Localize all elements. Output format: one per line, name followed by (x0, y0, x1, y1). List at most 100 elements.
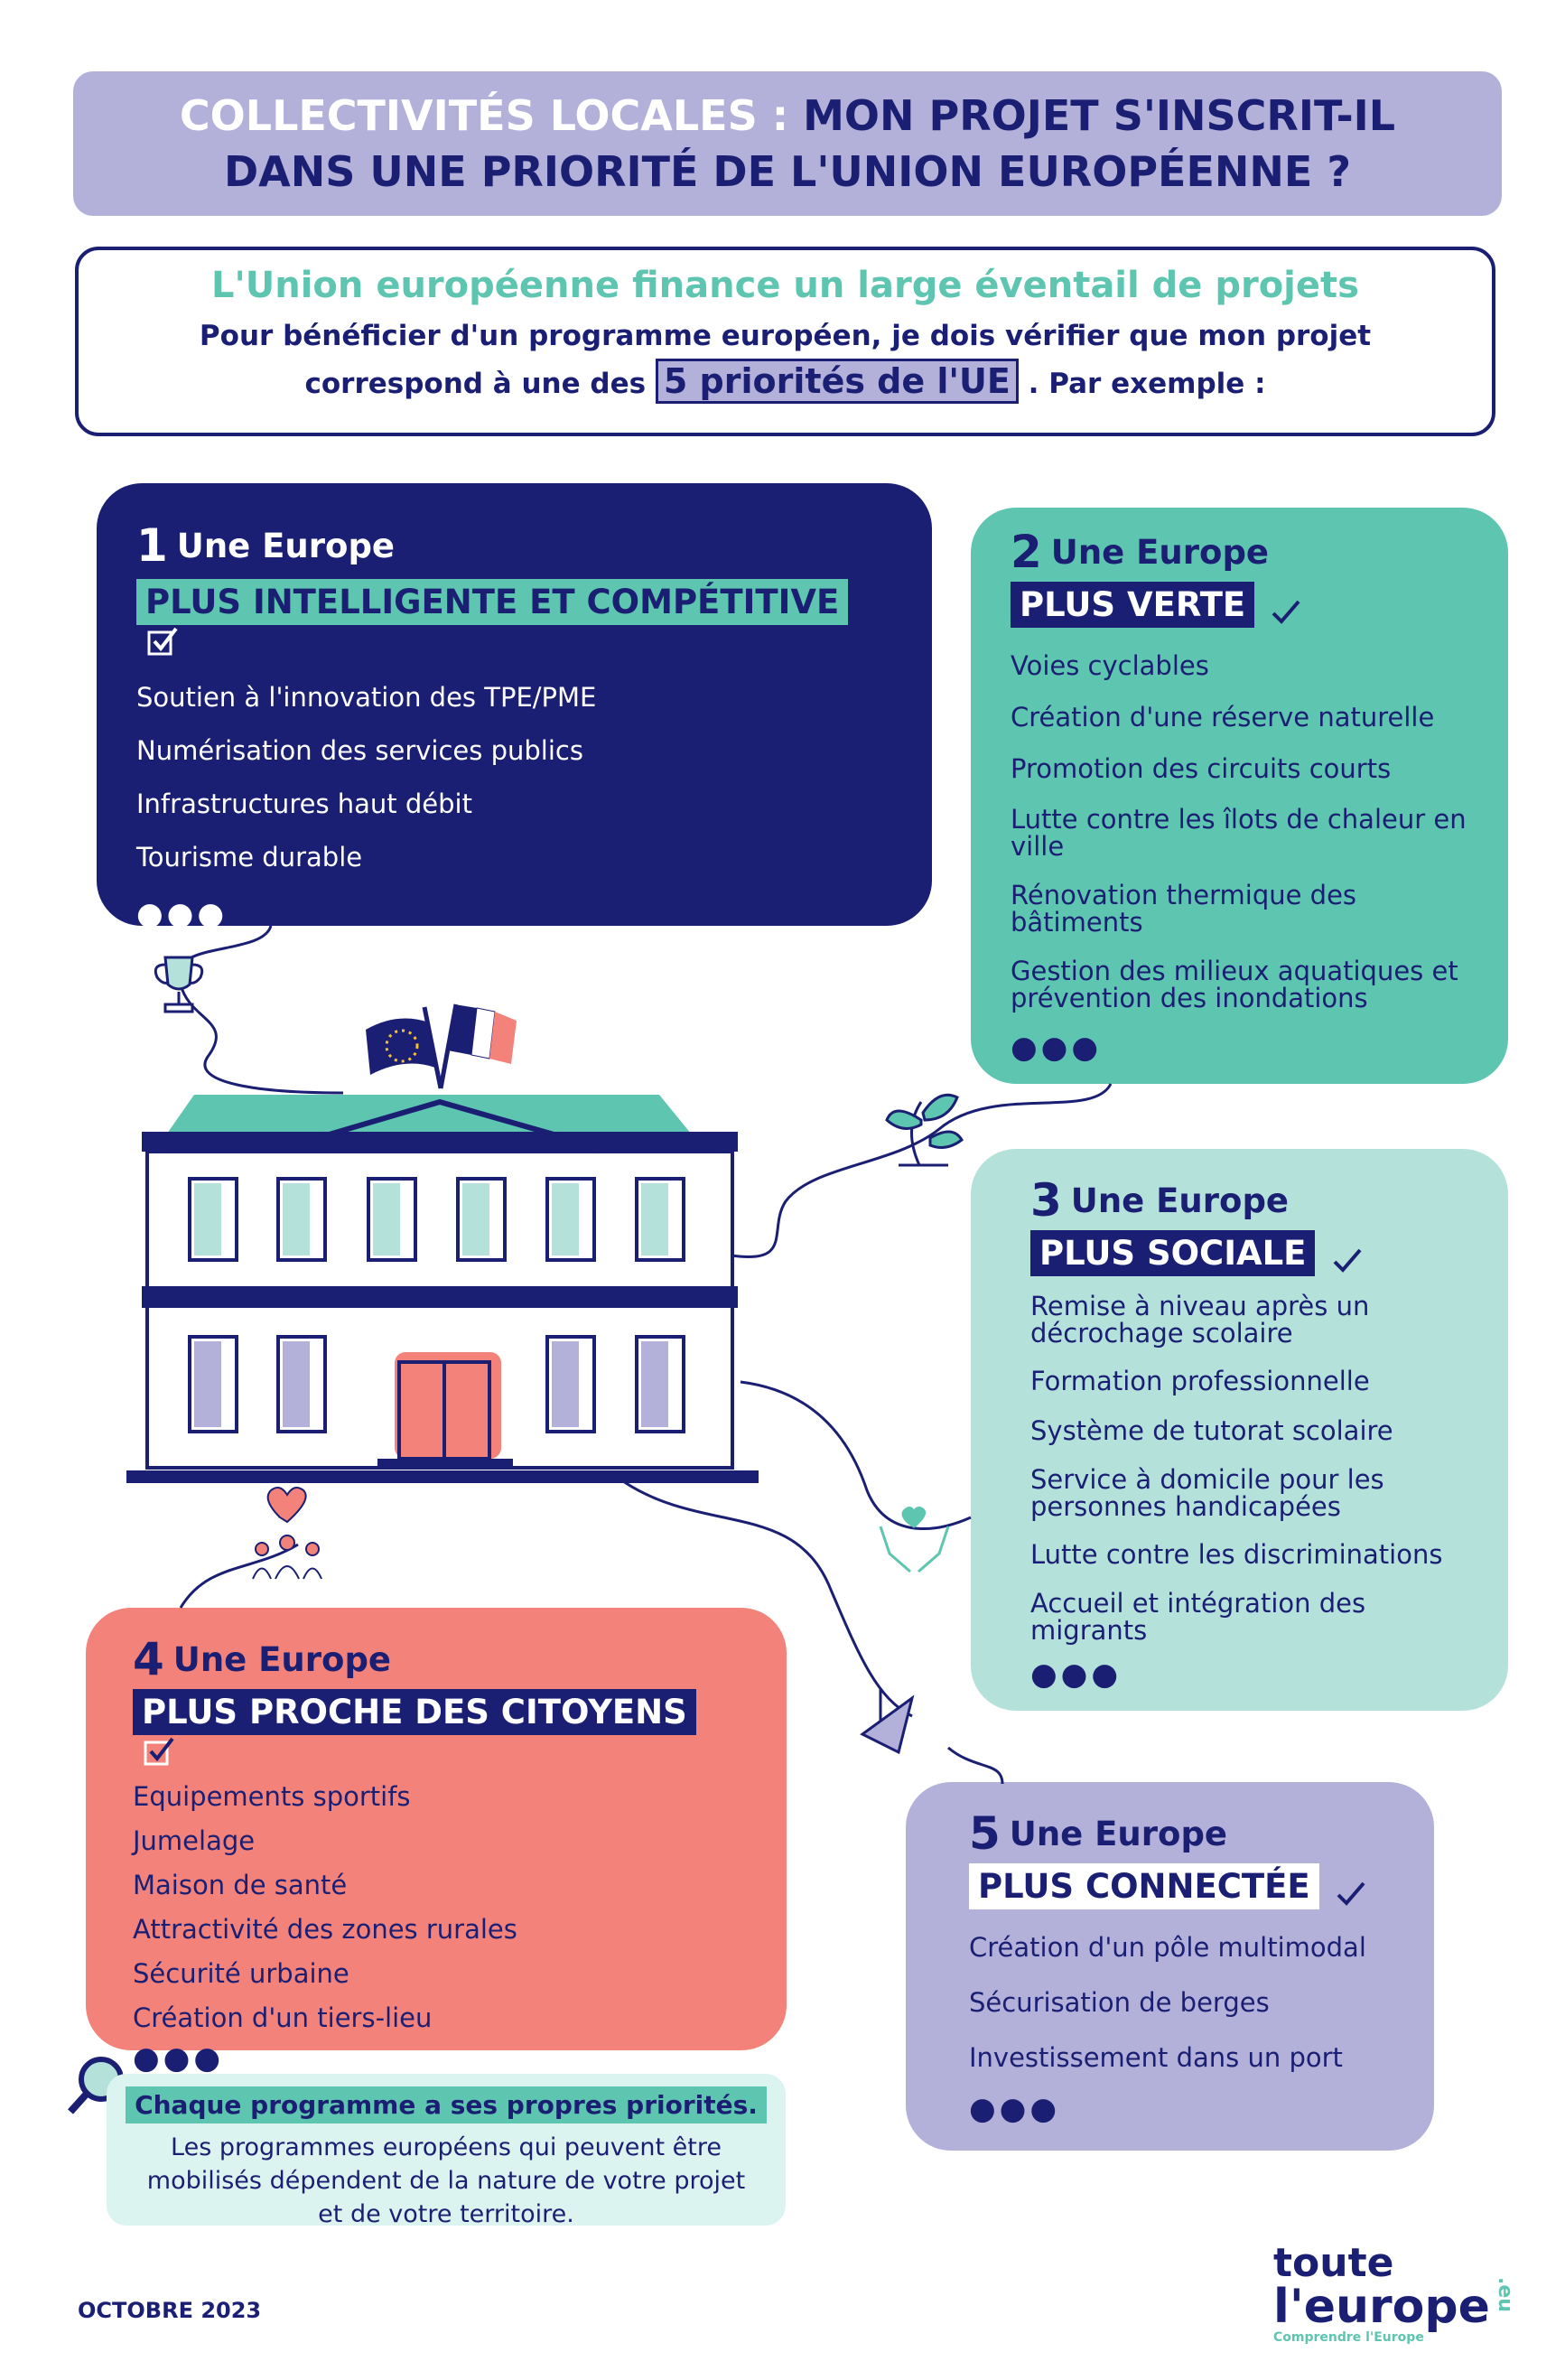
list-item: Formation professionnelle (1030, 1366, 1370, 1396)
check-icon (1333, 1248, 1362, 1273)
intro-text: Pour bénéficier d'un programme européen,… (79, 313, 1492, 406)
info-line-3: et de votre territoire. (318, 2200, 574, 2228)
list-item: Equipements sportifs (133, 1781, 411, 1812)
list-item: Rénovation thermique des bâtiments (1011, 880, 1357, 938)
title-line-1: COLLECTIVITÉS LOCALES : MON PROJET S'INS… (180, 88, 1395, 144)
paper-plane-icon (860, 1689, 915, 1755)
intro-line-2-suffix: . Par exemple : (1028, 368, 1266, 400)
intro-line-2: correspond à une des 5 priorités de l'UE… (79, 359, 1492, 406)
more-dots: ●●● (1011, 1030, 1103, 1066)
connector-line-5 (947, 1746, 1004, 1785)
check-icon (1337, 1881, 1365, 1906)
people-heart-icon (252, 1486, 322, 1580)
hands-heart-icon (879, 1507, 950, 1573)
priority-3-prefix: Une Europe (1070, 1181, 1290, 1220)
list-item: Création d'un pôle multimodal (969, 1932, 1366, 1963)
logo-line-2: l'europe (1273, 2280, 1490, 2334)
list-item: Soutien à l'innovation des TPE/PME (136, 682, 597, 713)
title-part-2: MON PROJET S'INSCRIT-IL (803, 91, 1396, 140)
priority-1-number: 1 (136, 519, 168, 572)
priority-1-label-row: PLUS INTELLIGENTE ET COMPÉTITIVE (136, 579, 892, 656)
check-icon (144, 1737, 174, 1766)
list-item: Maison de santé (133, 1870, 348, 1900)
priority-5-label-row: PLUS CONNECTÉE (969, 1863, 1371, 1909)
connector-line-6 (179, 1543, 299, 1609)
priority-2-label-row: PLUS VERTE (1011, 582, 1468, 628)
priority-1-heading: 1 Une Europe (136, 519, 892, 572)
priority-4-heading: 4 Une Europe (133, 1633, 740, 1685)
priority-5-items: Création d'un pôle multimodal Sécurisati… (969, 1932, 1371, 2128)
check-icon (147, 627, 178, 656)
connector-line-2 (731, 1083, 1113, 1258)
list-item: Investissement dans un port (969, 2042, 1343, 2073)
priority-4-number: 4 (133, 1633, 164, 1685)
priority-2-items: Voies cyclables Création d'une réserve n… (1011, 651, 1468, 1067)
info-text: Les programmes européens qui peuvent êtr… (107, 2131, 786, 2231)
list-item: Accueil et intégration des migrants (1030, 1588, 1366, 1646)
roof (167, 1095, 691, 1134)
priority-1-items: Soutien à l'innovation des TPE/PME Numér… (136, 682, 892, 933)
priority-card-2: 2 Une Europe PLUS VERTE Voies cyclables … (971, 508, 1508, 1084)
list-item: Gestion des milieux aquatiques et préven… (1011, 956, 1458, 1013)
priority-card-3: 3 Une Europe PLUS SOCIALE Remise à nivea… (971, 1149, 1508, 1711)
list-item: Sécurisation de berges (969, 1987, 1270, 2018)
connector-line-4 (622, 1479, 913, 1718)
lower-windows (188, 1335, 685, 1433)
list-item: Tourisme durable (136, 842, 363, 873)
priority-4-prefix: Une Europe (172, 1639, 392, 1679)
list-item: Jumelage (133, 1825, 256, 1856)
list-item: Remise à niveau après un décrochage scol… (1030, 1291, 1370, 1349)
list-item: Numérisation des services publics (136, 735, 583, 766)
door (395, 1352, 501, 1459)
connector-line-3 (740, 1380, 972, 1530)
logo-tagline: Comprendre l'Europe (1273, 2330, 1424, 2345)
list-item: Système de tutorat scolaire (1030, 1415, 1393, 1446)
logo-suffix: .eu (1493, 2277, 1516, 2312)
priority-card-4: 4 Une Europe PLUS PROCHE DES CITOYENS Eq… (86, 1608, 787, 2077)
priority-2-heading: 2 Une Europe (1011, 526, 1468, 578)
priority-5-number: 5 (969, 1807, 1001, 1860)
list-item: Promotion des circuits courts (1011, 753, 1392, 784)
check-icon (1272, 600, 1300, 624)
more-dots: ●●● (133, 2040, 225, 2077)
title-line-2: DANS UNE PRIORITÉ DE L'UNION EUROPÉENNE … (224, 147, 1351, 196)
list-item: Création d'un tiers-lieu (133, 2002, 433, 2033)
title-banner: COLLECTIVITÉS LOCALES : MON PROJET S'INS… (73, 71, 1502, 216)
logo-line-1: toute (1273, 2240, 1394, 2286)
list-item: Création d'une réserve naturelle (1011, 702, 1435, 733)
upper-windows (188, 1177, 685, 1262)
priority-3-number: 3 (1030, 1174, 1062, 1227)
info-line-2: mobilisés dépendent de la nature de votr… (146, 2167, 746, 2195)
priority-5-label: PLUS CONNECTÉE (969, 1863, 1319, 1909)
connector-line-1 (177, 925, 344, 1095)
more-dots: ●●● (136, 896, 228, 932)
more-dots: ●●● (1030, 1657, 1123, 1693)
priority-4-items: Equipements sportifs Jumelage Maison de … (133, 1782, 740, 2077)
intro-line-1: Pour bénéficier d'un programme européen,… (199, 320, 1372, 352)
priorities-highlight: 5 priorités de l'UE (655, 359, 1019, 404)
title-part-1: COLLECTIVITÉS LOCALES : (179, 91, 789, 140)
priority-3-label-row: PLUS SOCIALE (1030, 1230, 1449, 1276)
list-item: Lutte contre les discriminations (1030, 1539, 1443, 1570)
publication-date: OCTOBRE 2023 (78, 2298, 262, 2323)
priority-5-prefix: Une Europe (1009, 1814, 1228, 1853)
priority-3-items: Remise à niveau après un décrochage scol… (1030, 1293, 1449, 1693)
info-title: Chaque programme a ses propres priorités… (126, 2086, 767, 2123)
list-item: Service à domicile pour les personnes ha… (1030, 1464, 1384, 1522)
french-flag-icon (438, 1003, 517, 1089)
priority-4-label: PLUS PROCHE DES CITOYENS (133, 1689, 696, 1735)
plant-icon (885, 1093, 964, 1167)
priority-2-number: 2 (1011, 526, 1042, 578)
info-box: Chaque programme a ses propres priorités… (107, 2074, 786, 2228)
eu-flag-icon (366, 1006, 443, 1089)
priority-1-prefix: Une Europe (176, 526, 396, 565)
list-item: Attractivité des zones rurales (133, 1914, 517, 1945)
list-item: Lutte contre les îlots de chaleur en vil… (1011, 804, 1467, 862)
brand-logo[interactable]: toute l'europe Comprendre l'Europe .eu (1273, 2240, 1516, 2346)
priority-5-heading: 5 Une Europe (969, 1807, 1371, 1860)
trophy-icon (154, 956, 204, 1013)
list-item: Infrastructures haut débit (136, 789, 472, 819)
priority-3-label: PLUS SOCIALE (1030, 1230, 1316, 1276)
list-item: Sécurité urbaine (133, 1958, 349, 1989)
